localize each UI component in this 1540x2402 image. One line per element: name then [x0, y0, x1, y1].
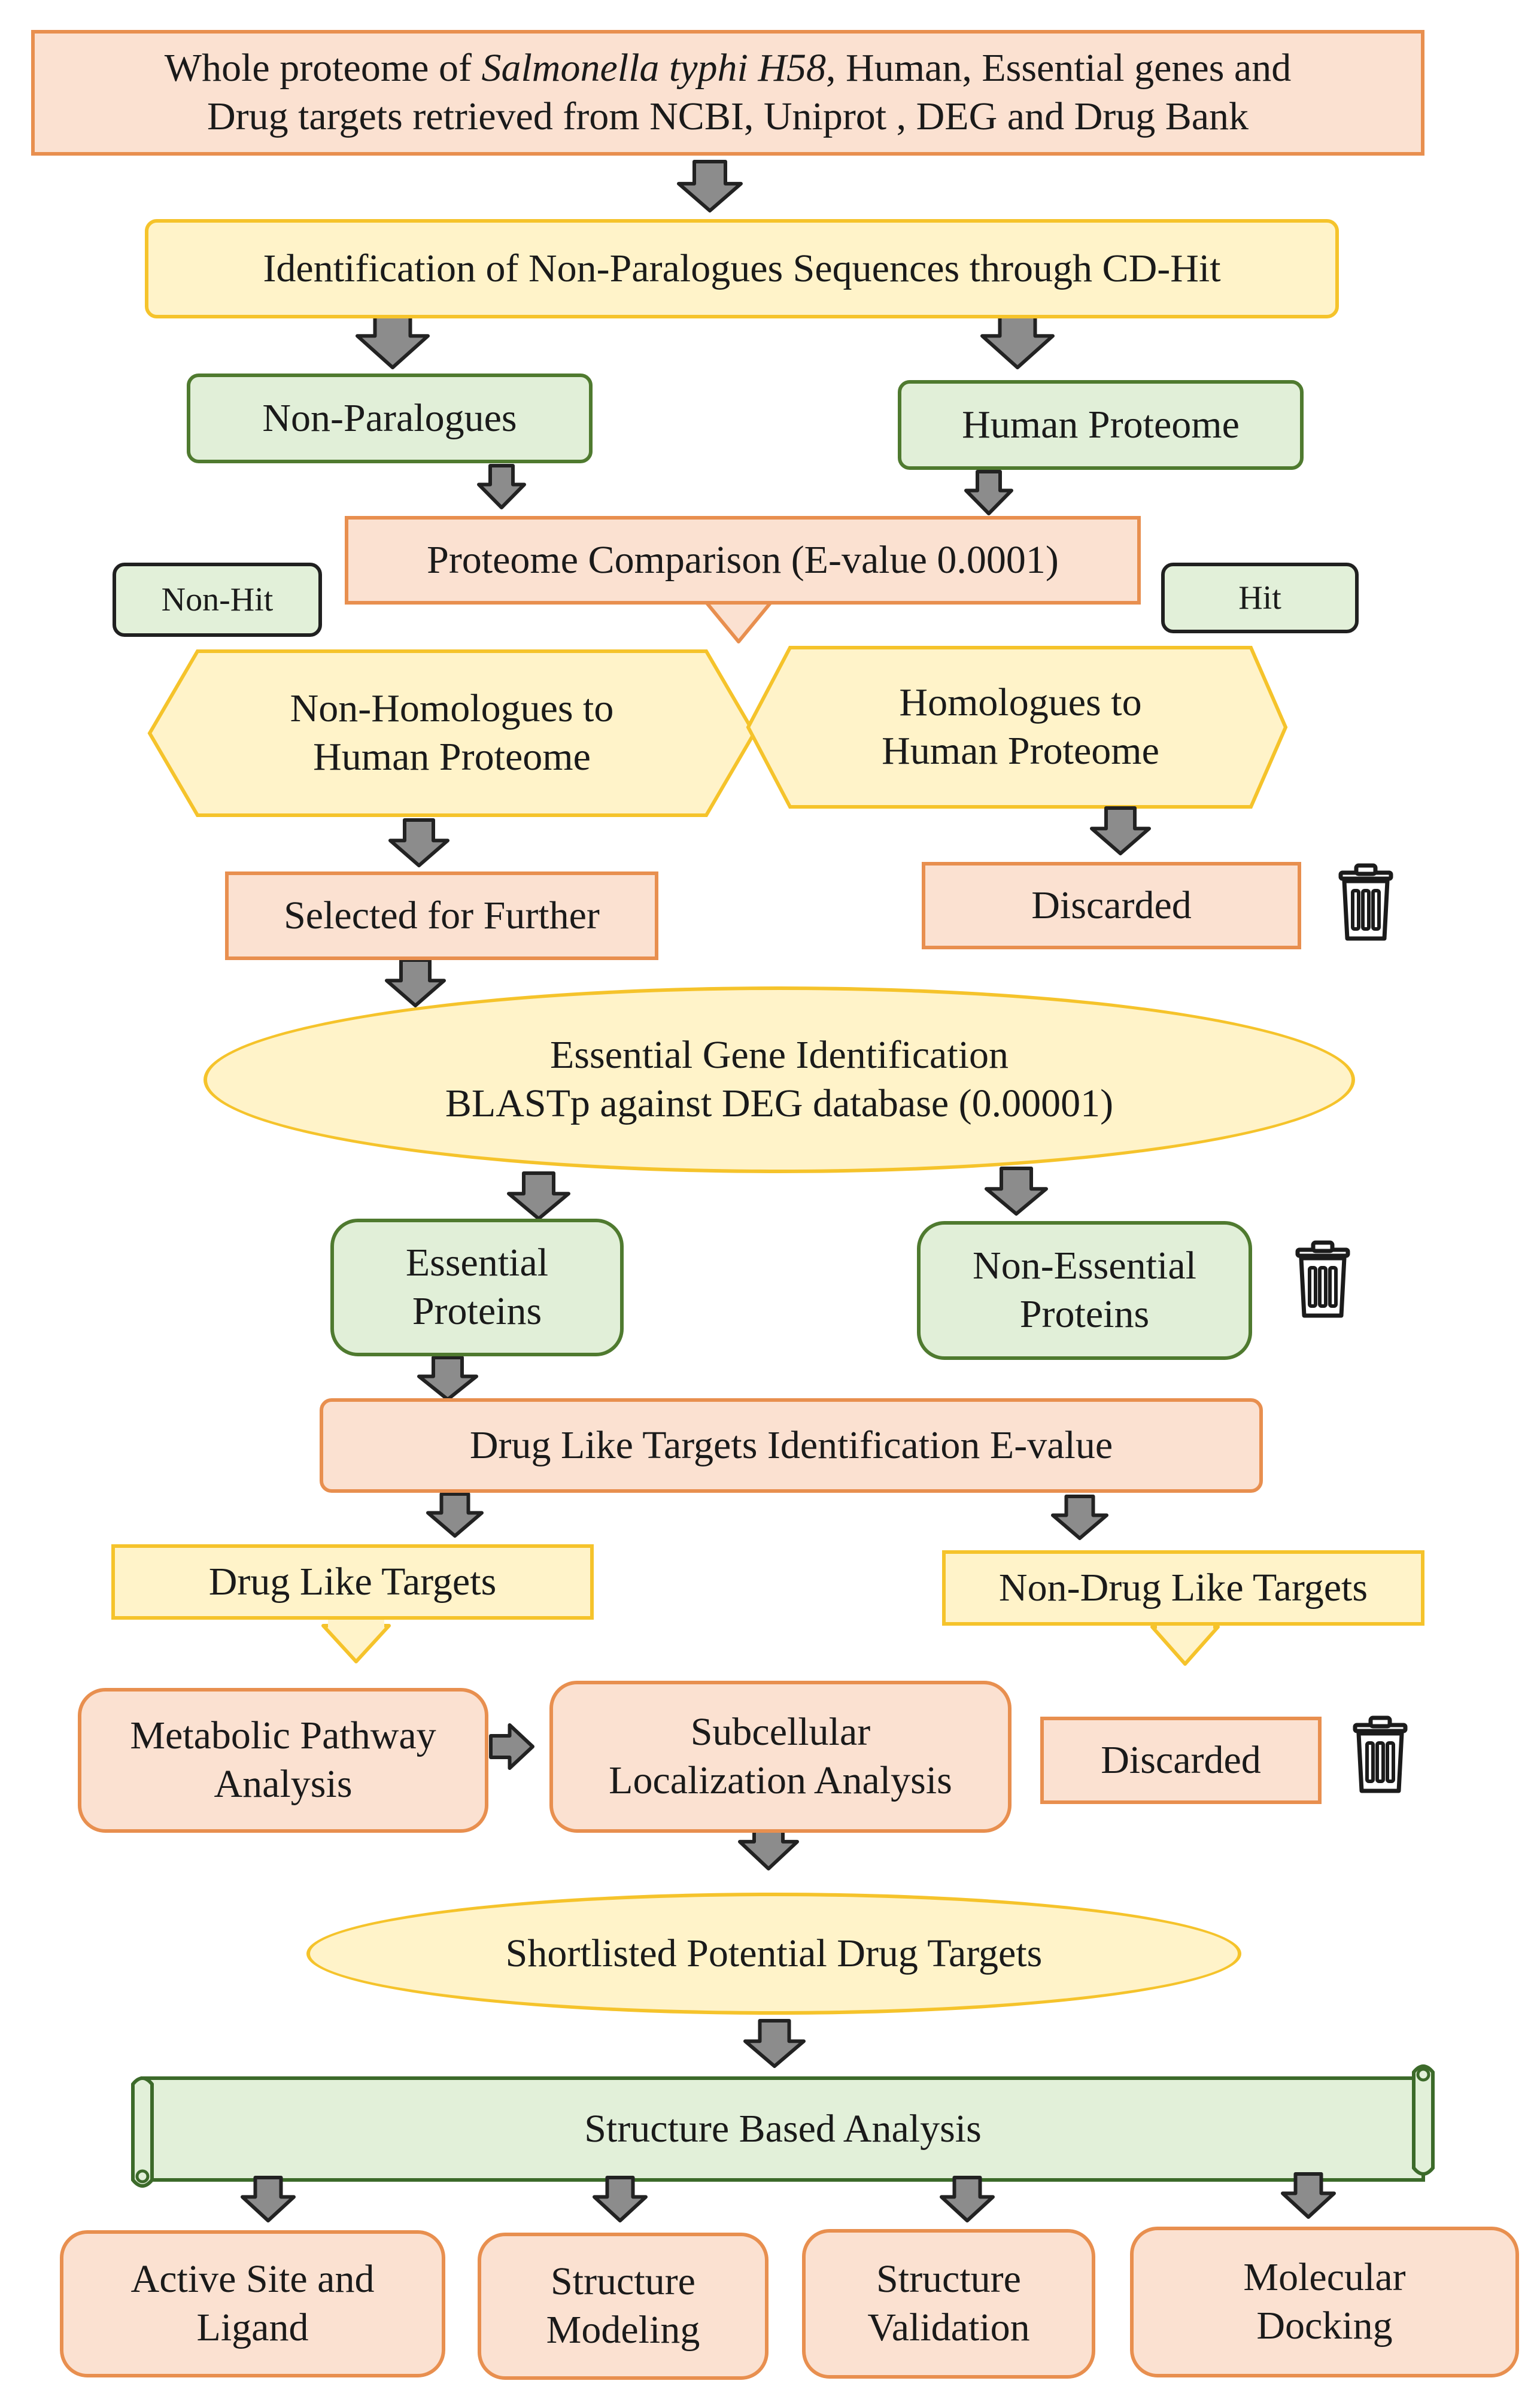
molecular-docking-line1: Molecular: [1243, 2255, 1406, 2300]
structure-validation-line1: Structure: [876, 2257, 1021, 2301]
structure-modeling-line2: Modeling: [546, 2308, 700, 2352]
proteome-comparison-pointer: [703, 599, 774, 643]
down-arrow-icon: [940, 2176, 995, 2222]
active-site-line1: Active Site and: [130, 2257, 375, 2301]
metabolic-pathway-line1: Metabolic Pathway: [130, 1714, 436, 1758]
discarded-label-2: Discarded: [1101, 1738, 1261, 1782]
down-arrow-icon: [1090, 806, 1151, 855]
non-hit-label: Non-Hit: [161, 581, 274, 618]
homologues-shape: [746, 646, 1288, 809]
shortlisted-targets-ellipse: Shortlisted Potential Drug Targets: [306, 1893, 1241, 2015]
structure-modeling-box: Structure Modeling: [478, 2233, 769, 2380]
structure-based-label: Structure Based Analysis: [142, 2078, 1423, 2180]
structure-modeling-line1: Structure: [551, 2260, 695, 2304]
shortlisted-label: Shortlisted Potential Drug Targets: [505, 1931, 1043, 1975]
metabolic-pathway-box: Metabolic Pathway Analysis: [78, 1688, 488, 1833]
down-arrow-icon: [743, 2019, 806, 2068]
subcellular-localization-box: Subcellular Localization Analysis: [549, 1681, 1012, 1833]
non-paralogues-label: Non-Paralogues: [262, 396, 517, 440]
homologues-label: Homologues to Human Proteome: [790, 648, 1251, 807]
down-arrow-icon: [388, 818, 449, 867]
non-homologues-shape: [147, 649, 757, 817]
down-arrow-icon: [964, 470, 1013, 515]
drug-like-targets-box: Drug Like Targets: [111, 1544, 594, 1620]
active-site-box: Active Site and Ligand: [60, 2230, 445, 2377]
down-arrow-icon: [980, 308, 1055, 369]
drug-like-identification-box: Drug Like Targets Identification E-value: [320, 1398, 1263, 1493]
cd-hit-box: Identification of Non-Paralogues Sequenc…: [145, 219, 1339, 318]
essential-gene-line2: BLASTp against DEG database (0.00001): [445, 1082, 1114, 1125]
scroll-banner-icon: [131, 2064, 1435, 2188]
data-sources-box: Whole proteome of Salmonella typhi H58, …: [31, 30, 1424, 156]
connector-arrows: [241, 160, 1336, 2222]
non-hit-tag: Non-Hit: [113, 563, 322, 637]
homologues-line1: Homologues to: [899, 681, 1142, 725]
cd-hit-label: Identification of Non-Paralogues Sequenc…: [263, 246, 1221, 290]
human-proteome-label: Human Proteome: [962, 402, 1240, 447]
down-arrow-icon: [677, 160, 743, 212]
drug-like-pointer: [321, 1624, 391, 1663]
structure-validation-box: Structure Validation: [802, 2229, 1095, 2379]
proteome-comparison-box: Proteome Comparison (E-value 0.0001): [345, 516, 1141, 605]
molecular-docking-box: Molecular Docking: [1130, 2227, 1519, 2377]
data-sources-line1-post: , Human, Essential genes and: [826, 46, 1292, 90]
right-arrow-icon: [489, 1723, 534, 1770]
selected-further-label: Selected for Further: [284, 893, 600, 937]
non-homologues-line1: Non-Homologues to: [290, 687, 614, 731]
homologues-line2: Human Proteome: [882, 729, 1159, 773]
discarded-box-1: Discarded: [922, 862, 1301, 949]
proteome-comparison-label: Proteome Comparison (E-value 0.0001): [427, 538, 1059, 582]
trash-icon: [1341, 866, 1391, 939]
non-essential-line1: Non-Essential: [973, 1244, 1196, 1288]
selected-further-box: Selected for Further: [225, 871, 658, 960]
essential-proteins-line1: Essential: [405, 1241, 549, 1285]
subcellular-line2: Localization Analysis: [609, 1759, 952, 1802]
non-homologues-line2: Human Proteome: [313, 735, 591, 779]
down-arrow-icon: [985, 1167, 1048, 1216]
hit-tag: Hit: [1161, 563, 1359, 633]
hit-label: Hit: [1238, 579, 1281, 617]
molecular-docking-line2: Docking: [1256, 2304, 1393, 2348]
structure-based-text: Structure Based Analysis: [584, 2106, 982, 2151]
non-essential-line2: Proteins: [1019, 1292, 1150, 1336]
discarded-box-2: Discarded: [1040, 1717, 1322, 1804]
human-proteome-box: Human Proteome: [898, 380, 1304, 470]
down-arrow-icon: [385, 958, 446, 1007]
discarded-label-1: Discarded: [1031, 883, 1192, 927]
down-arrow-icon: [356, 308, 430, 369]
down-arrow-icon: [593, 2176, 648, 2222]
non-paralogues-box: Non-Paralogues: [187, 373, 593, 463]
data-sources-line1-pre: Whole proteome of: [164, 46, 482, 90]
down-arrow-icon: [426, 1492, 484, 1538]
down-arrow-icon: [507, 1171, 570, 1220]
essential-gene-ellipse: Essential Gene Identification BLASTp aga…: [203, 986, 1355, 1173]
metabolic-pathway-line2: Analysis: [214, 1762, 353, 1806]
active-site-line2: Ligand: [196, 2306, 309, 2349]
non-drug-like-targets-label: Non-Drug Like Targets: [998, 1565, 1368, 1610]
down-arrow-icon: [477, 464, 526, 509]
trash-icon: [1355, 1718, 1405, 1791]
organism-name: Salmonella typhi H58: [481, 46, 827, 90]
down-arrow-icon: [241, 2176, 296, 2222]
essential-gene-line1: Essential Gene Identification: [549, 1033, 1009, 1077]
subcellular-line1: Subcellular: [690, 1710, 871, 1754]
non-essential-proteins-box: Non-Essential Proteins: [917, 1221, 1252, 1360]
structure-validation-line2: Validation: [867, 2306, 1030, 2349]
trash-icon: [1298, 1243, 1348, 1316]
non-drug-like-pointer: [1150, 1625, 1220, 1666]
essential-proteins-line2: Proteins: [412, 1289, 542, 1333]
non-homologues-label: Non-Homologues to Human Proteome: [198, 651, 706, 815]
down-arrow-icon: [1281, 2172, 1336, 2219]
down-arrow-icon: [1051, 1495, 1108, 1540]
down-arrow-icon: [417, 1356, 478, 1401]
drug-like-targets-label: Drug Like Targets: [208, 1559, 497, 1604]
essential-proteins-box: Essential Proteins: [330, 1219, 624, 1356]
non-drug-like-targets-box: Non-Drug Like Targets: [942, 1550, 1424, 1626]
data-sources-line2: Drug targets retrieved from NCBI, Unipro…: [206, 95, 1249, 138]
drug-like-identification-label: Drug Like Targets Identification E-value: [469, 1423, 1113, 1467]
